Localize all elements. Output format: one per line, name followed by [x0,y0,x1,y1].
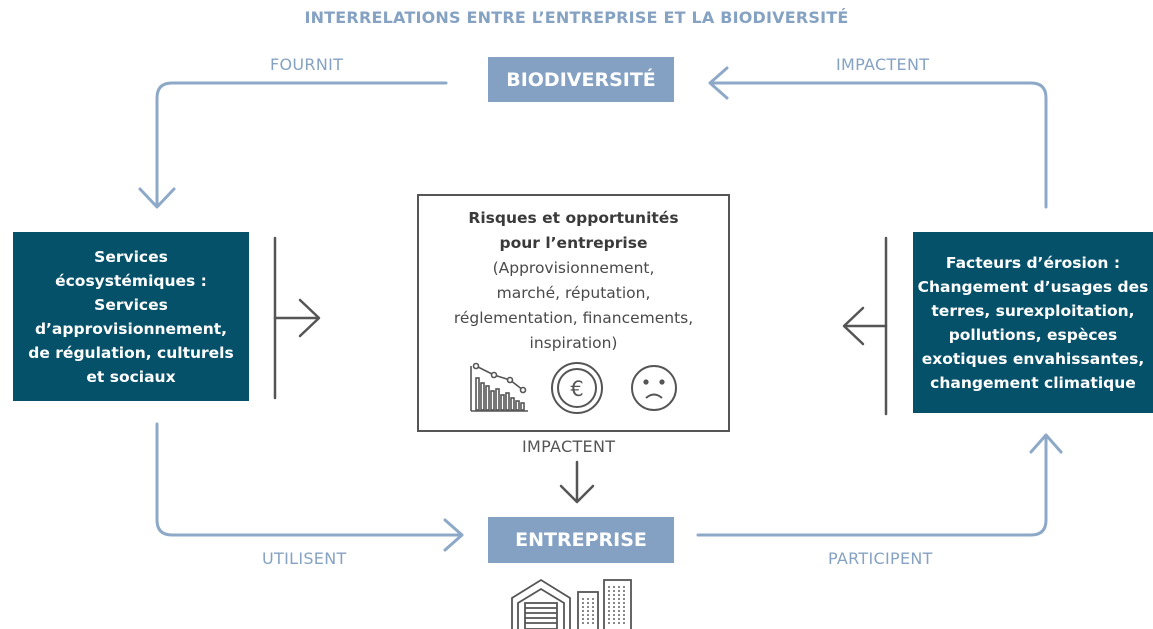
label-utilisent: UTILISENT [262,549,347,568]
sad-face-icon [631,365,677,411]
entreprise-label: ENTREPRISE [515,529,647,551]
entreprise-box: ENTREPRISE [488,517,674,563]
risques-opportunites-box: Risques et opportunités pour l’entrepris… [417,194,730,432]
arrow-utilisent [155,422,464,552]
declining-bar-chart-icon [470,362,528,412]
risques-opportunites-title: Risques et opportunités pour l’entrepris… [468,209,679,252]
warehouse-icon [511,578,571,629]
arrow-fournit [138,81,448,209]
euro-coin-icon: € [551,362,603,414]
arrow-facteurs-to-center [842,236,888,416]
risques-opportunites-body: (Approvisionnement, marché, réputation, … [453,259,694,352]
services-ecosystemiques-text: Services écosystémiques : Services d’app… [28,247,234,386]
label-participent: PARTICIPENT [828,549,933,568]
arrow-impactent-top [708,66,1048,209]
label-impactent-center: IMPACTENT [522,437,616,456]
label-impactent-top: IMPACTENT [836,55,930,74]
svg-text:€: € [570,377,583,401]
arrow-participent [696,433,1063,537]
biodiversite-box: BIODIVERSITÉ [488,57,674,102]
diagram-title: INTERRELATIONS ENTRE L’ENTREPRISE ET LA … [304,8,849,27]
arrow-services-to-center [273,236,321,400]
office-buildings-icon [577,579,632,629]
facteurs-erosion-text: Facteurs d’érosion : Changement d’usages… [917,253,1149,392]
arrow-center-to-entreprise [559,460,595,504]
label-fournit: FOURNIT [270,55,344,74]
services-ecosystemiques-box: Services écosystémiques : Services d’app… [13,232,249,401]
biodiversite-label: BIODIVERSITÉ [506,68,656,91]
facteurs-erosion-box: Facteurs d’érosion : Changement d’usages… [913,232,1153,413]
